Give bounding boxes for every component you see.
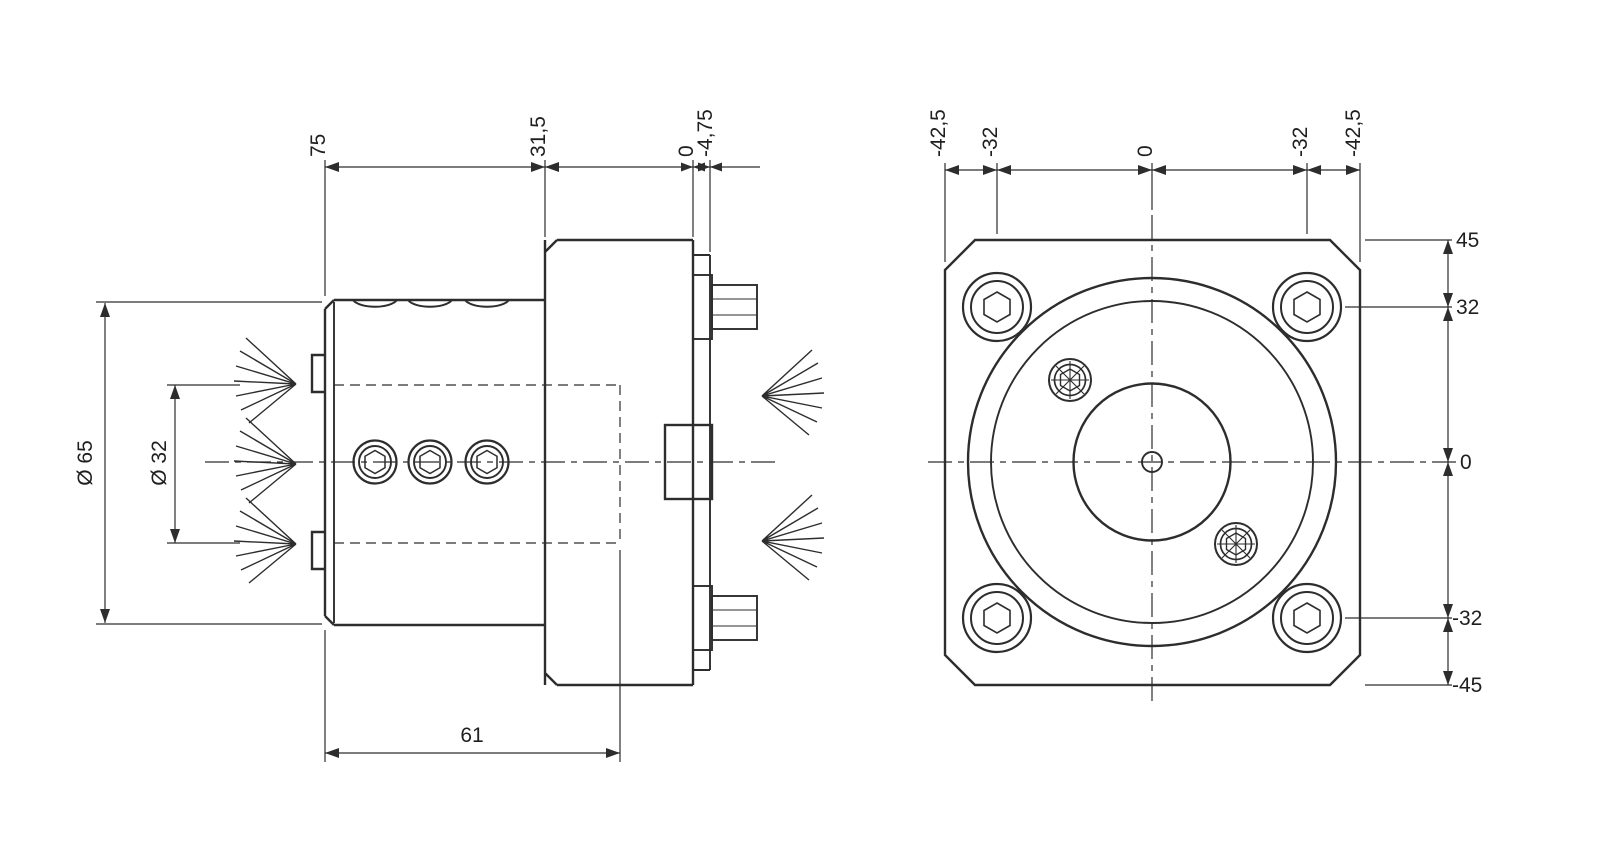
spigot-circle-outer bbox=[966, 276, 1338, 648]
set-screw-upper-left bbox=[1048, 358, 1092, 402]
spigot-circle-inner bbox=[990, 300, 1314, 624]
dim-label-minus-4-75: -4,75 bbox=[694, 109, 717, 157]
flange-face-outline bbox=[943, 238, 1362, 687]
front-dim-label-minus-45: -45 bbox=[1452, 674, 1482, 697]
side-lock-boss-bottom bbox=[310, 530, 325, 571]
front-dim-label-minus-42-5-left: -42,5 bbox=[927, 109, 950, 157]
front-dim-label-minus-42-5-right: -42,5 bbox=[1342, 109, 1365, 157]
dim-label-0: 0 bbox=[675, 145, 698, 157]
front-dim-label-minus-32: -32 bbox=[1452, 607, 1482, 630]
corner-screw-top-left bbox=[961, 271, 1033, 343]
corner-screw-top-right bbox=[1271, 271, 1343, 343]
side-dim-top: 75 31,5 0 -4,75 bbox=[307, 109, 760, 296]
corner-screw-bottom-right bbox=[1271, 582, 1343, 654]
side-lock-boss-top bbox=[310, 353, 325, 394]
front-dim-label-0-right: 0 bbox=[1460, 451, 1472, 474]
side-dim-dia32: Ø 32 bbox=[148, 384, 240, 544]
coolant-spray-left bbox=[233, 337, 297, 584]
flange-outline bbox=[543, 238, 711, 687]
center-bore-circle bbox=[1072, 382, 1232, 542]
dim-label-dia32: Ø 32 bbox=[148, 440, 171, 486]
front-dim-label-45: 45 bbox=[1456, 229, 1479, 252]
front-dim-label-32: 32 bbox=[1456, 296, 1479, 319]
drive-tenon-block bbox=[663, 423, 714, 501]
top-counterbore-arcs bbox=[352, 299, 510, 308]
front-dim-label-minus-32-left: -32 bbox=[979, 127, 1002, 157]
side-dim-dia65: Ø 65 bbox=[74, 301, 322, 625]
coolant-spray-right bbox=[761, 349, 825, 581]
hidden-bore-lines bbox=[334, 384, 621, 544]
front-dim-label-0-top: 0 bbox=[1134, 145, 1157, 157]
cylinder-body-outline bbox=[310, 298, 545, 627]
front-dim-right: 45 32 0 -32 -45 bbox=[1345, 229, 1482, 697]
side-dim-length61: 61 bbox=[324, 550, 621, 762]
side-view: 75 31,5 0 -4,75 Ø 65 Ø 32 61 bbox=[74, 109, 825, 762]
bolt-side-bottom bbox=[692, 585, 758, 651]
front-dim-top: -42,5 -32 0 -32 -42,5 bbox=[927, 109, 1365, 262]
corner-screw-bottom-left bbox=[961, 582, 1033, 654]
dim-label-31-5: 31,5 bbox=[527, 116, 550, 157]
front-dim-label-minus-32-right: -32 bbox=[1289, 127, 1312, 157]
center-hole bbox=[1141, 451, 1163, 473]
dim-label-dia65: Ø 65 bbox=[74, 440, 97, 486]
dim-label-75: 75 bbox=[307, 134, 330, 157]
mounting-plate bbox=[693, 254, 711, 671]
dim-label-61: 61 bbox=[460, 724, 483, 747]
bolt-side-top bbox=[692, 274, 758, 340]
front-view: -42,5 -32 0 -32 -42,5 45 32 0 -32 -45 bbox=[927, 109, 1482, 702]
set-screw-lower-right bbox=[1214, 522, 1258, 566]
